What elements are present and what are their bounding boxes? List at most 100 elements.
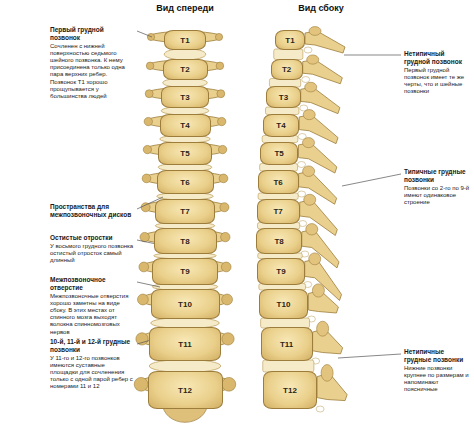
vertebra-label: T12 xyxy=(283,386,297,395)
vertebra-label: T1 xyxy=(285,36,294,45)
vertebra-front: T10 xyxy=(151,289,220,319)
note-text: У 11-го и 12-го позвонков имеются сустав… xyxy=(50,355,134,391)
vertebra-side: T10 xyxy=(259,289,309,319)
vertebra-label: T7 xyxy=(180,207,189,216)
articular-process xyxy=(303,166,315,177)
vertebra-label: T10 xyxy=(178,300,192,309)
vertebra-front: T3 xyxy=(161,86,209,108)
vertebra-label: T9 xyxy=(276,267,285,276)
rib-facet xyxy=(219,174,228,183)
leader-line xyxy=(342,174,401,186)
vertebra-label: T5 xyxy=(180,149,189,158)
rib-facet xyxy=(216,62,224,70)
rib-facet xyxy=(215,33,222,40)
note-text: Первый грудной позвонок имеет те же черт… xyxy=(404,67,470,96)
vertebra-front: T9 xyxy=(152,258,218,285)
vertebra-label: T3 xyxy=(180,93,189,102)
note-heading: Нетипичный грудной позвонок xyxy=(404,50,470,66)
intervertebral-foramen xyxy=(316,406,324,412)
vertebra-front: T2 xyxy=(163,59,208,80)
vertebra-front: T11 xyxy=(149,327,221,361)
rib-facet xyxy=(136,333,148,345)
rib-facet xyxy=(142,174,151,183)
leader-line xyxy=(137,31,152,37)
rib-facet xyxy=(222,333,234,345)
vertebra-label: T9 xyxy=(180,267,189,276)
articular-process xyxy=(321,365,333,382)
vertebra-front: T12 xyxy=(148,371,223,409)
vertebra-label: T10 xyxy=(277,300,291,309)
vertebra-label: T8 xyxy=(274,237,283,246)
articular-process xyxy=(305,82,317,92)
vertebra-label: T1 xyxy=(180,36,189,45)
note-text: У восьмого грудного позвонка остистый от… xyxy=(50,243,134,265)
rib-facet xyxy=(221,232,230,241)
articular-process xyxy=(309,253,321,265)
vertebra-front: T5 xyxy=(158,142,212,165)
vertebra-label: T5 xyxy=(274,149,283,158)
spinous-process xyxy=(300,200,338,236)
rib-facet xyxy=(217,90,225,98)
rib-facet xyxy=(222,377,236,391)
intervertebral-foramen xyxy=(298,191,306,197)
articular-process xyxy=(312,284,324,297)
articular-process xyxy=(304,194,316,205)
vertebra-side: T3 xyxy=(266,86,300,108)
articular-process xyxy=(309,27,321,36)
rib-facet xyxy=(221,262,231,272)
view-title: Вид сбоку xyxy=(276,3,366,14)
spinous-process xyxy=(301,87,340,114)
vertebra-side: T8 xyxy=(256,228,301,254)
note-heading: 10-й, 11-й и 12-й грудные позвонки xyxy=(50,338,134,354)
vertebra-side: T6 xyxy=(258,170,299,194)
vertebra-side: T7 xyxy=(257,199,300,224)
note-heading: Типичные грудные позвонки xyxy=(404,168,470,184)
rib-facet xyxy=(140,232,149,241)
articular-process xyxy=(307,55,319,64)
vertebra-side: T11 xyxy=(261,327,313,361)
rib-facet xyxy=(138,294,149,305)
vertebra-label: T7 xyxy=(273,207,282,216)
view-title: Вид спереди xyxy=(140,3,230,14)
note-heading: Нетипичные грудные позвонки xyxy=(404,348,470,364)
rib-facet xyxy=(134,377,148,391)
note-heading: Пространства для межпозвоночных дисков xyxy=(50,203,134,219)
note-text: Нижние позвонки крупнее по размерам и на… xyxy=(404,365,470,394)
vertebra-label: T6 xyxy=(180,178,189,187)
vertebra-label: T11 xyxy=(178,340,191,349)
articular-process xyxy=(317,321,329,336)
rib-facet xyxy=(218,145,226,153)
vertebra-side: T4 xyxy=(263,114,300,137)
articular-process xyxy=(306,224,318,235)
rib-facet xyxy=(143,145,151,153)
note-text: Сочленен с нижней поверхностью седьмого … xyxy=(50,43,134,101)
vertebra-side: T9 xyxy=(257,258,305,285)
vertebra-front: T4 xyxy=(160,114,211,137)
vertebra-side: T2 xyxy=(271,59,303,80)
rib-facet xyxy=(145,90,153,98)
vertebra-front: T6 xyxy=(157,170,214,194)
rib-facet xyxy=(147,33,154,40)
intervertebral-foramen xyxy=(297,162,305,168)
note-heading: Остистые отростки xyxy=(50,234,134,242)
vertebra-label: T3 xyxy=(279,93,288,102)
vertebra-front: T1 xyxy=(164,30,206,50)
rib-facet xyxy=(139,262,149,272)
vertebra-label: T2 xyxy=(282,65,291,74)
articular-process xyxy=(302,138,314,148)
vertebra-front: T8 xyxy=(154,228,217,254)
vertebra-label: T4 xyxy=(180,121,189,130)
intervertebral-foramen xyxy=(302,77,310,83)
rib-facet xyxy=(218,117,226,125)
note-text: Межпозвоночные отверстия хорошо заметны … xyxy=(50,293,134,336)
note-heading: Первый грудной позвонок xyxy=(50,26,134,42)
rib-facet xyxy=(220,203,229,212)
intervertebral-disc xyxy=(274,49,303,60)
leader-line xyxy=(344,55,401,56)
rib-facet xyxy=(222,294,233,305)
vertebra-side: T12 xyxy=(263,371,317,409)
vertebra-side: T1 xyxy=(275,30,305,50)
rib-facet xyxy=(141,203,150,212)
note-heading: Межпозвоночное отверстие xyxy=(50,276,134,292)
